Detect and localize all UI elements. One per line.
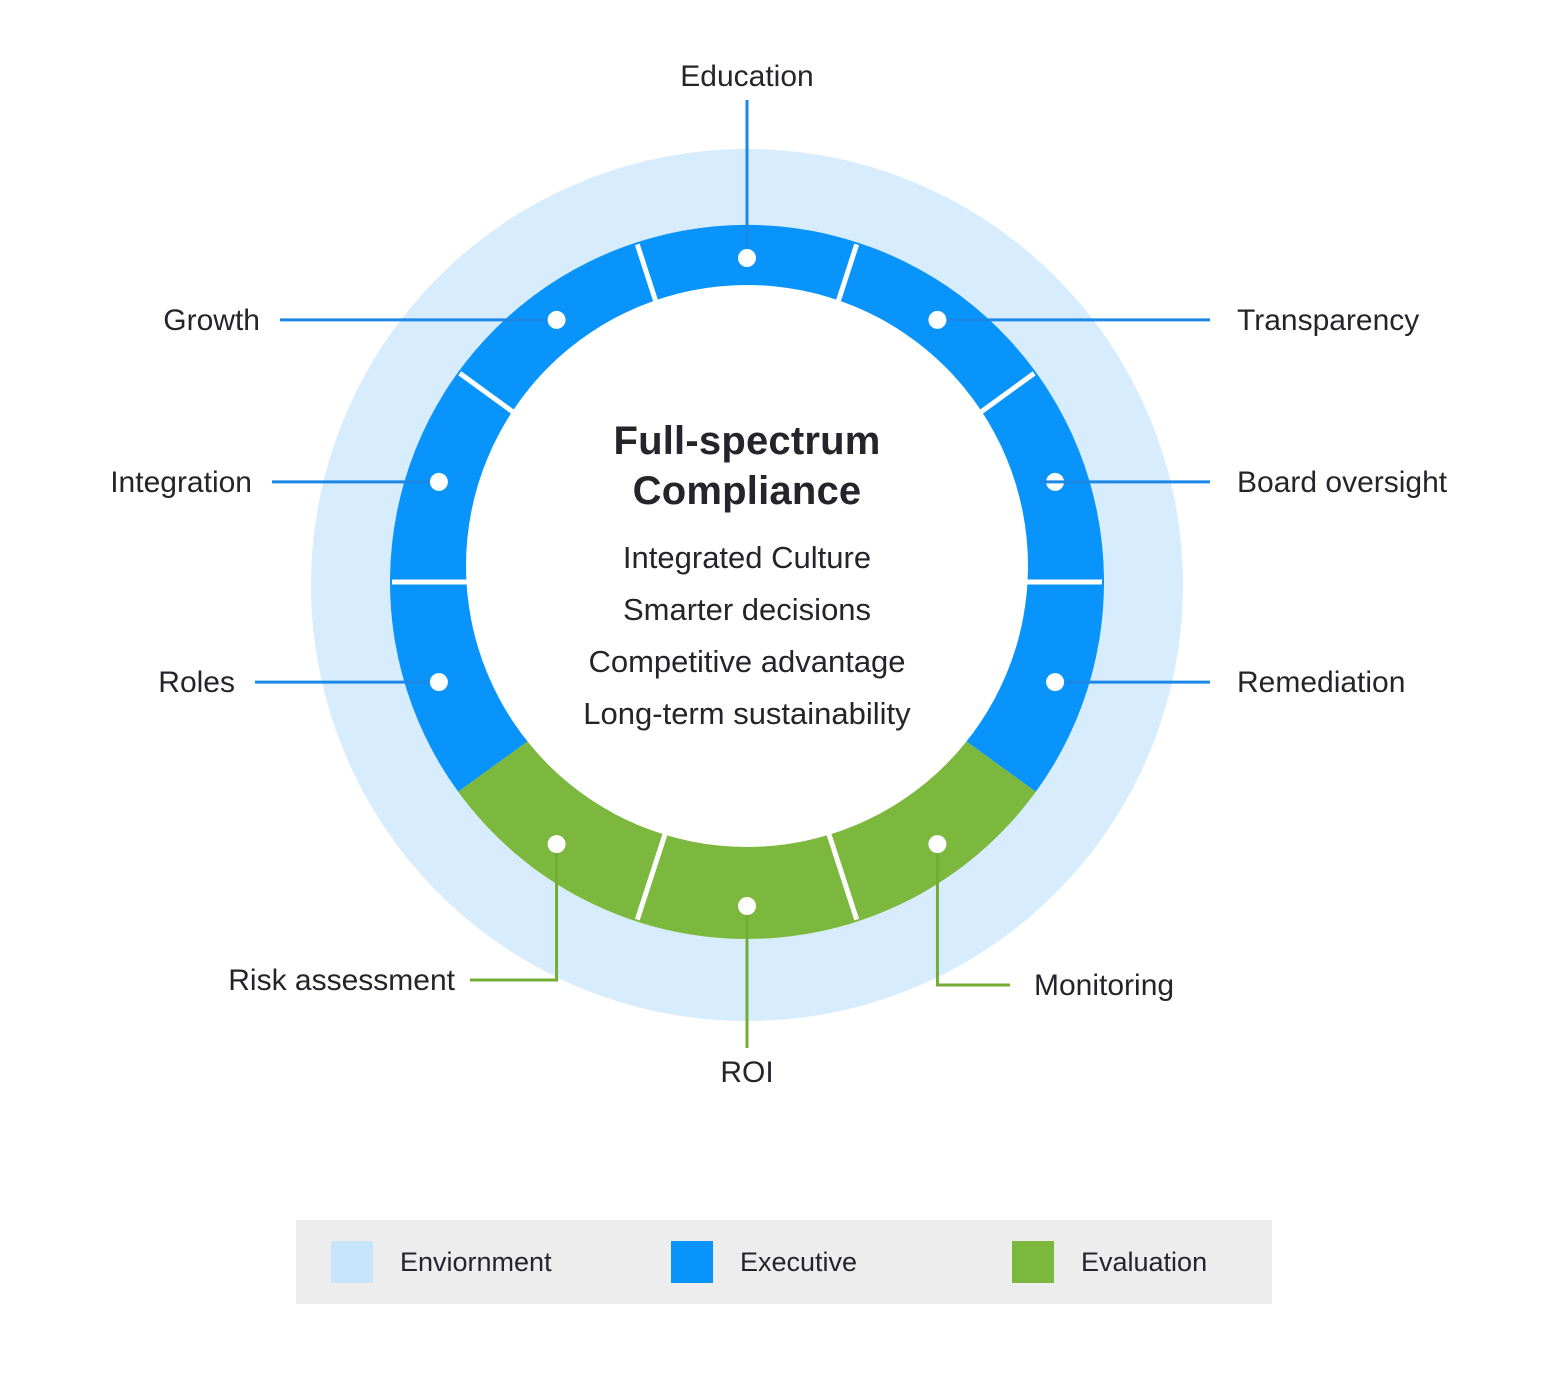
connector-lines [255,100,1210,1048]
legend-item-evaluation: Evaluation [1012,1220,1207,1304]
connector-risk-assessment [470,844,559,982]
dot-growth [547,310,566,329]
segment-dots [429,249,1065,915]
legend: Enviornment Executive Evaluation [296,1220,1272,1304]
dot-remediation [1046,673,1065,692]
dot-roles [429,673,448,692]
legend-swatch-evaluation [1012,1241,1054,1283]
ring-label-board-oversight: Board oversight [1237,466,1448,499]
ring-label-roi: ROI [720,1056,773,1089]
dot-monitoring [928,835,947,854]
segment-divider [822,820,860,921]
segment-divider [634,820,672,921]
legend-item-executive: Executive [671,1220,857,1304]
legend-item-enviornment: Enviornment [331,1220,552,1304]
ring-label-transparency: Transparency [1237,304,1419,337]
dot-risk-assessment [547,835,566,854]
legend-label-enviornment: Enviornment [400,1246,552,1277]
legend-label-executive: Executive [740,1246,858,1277]
legend-label-evaluation: Evaluation [1081,1246,1208,1277]
dot-education [738,249,756,267]
dot-transparency [928,310,947,329]
ring-label-roles: Roles [158,666,235,699]
legend-swatch-enviornment [331,1241,373,1283]
ring-label-remediation: Remediation [1237,666,1405,699]
ring-label-monitoring: Monitoring [1034,969,1174,1002]
legend-swatch-executive [671,1241,713,1283]
ring-label-risk-assessment: Risk assessment [228,964,455,997]
ring-label-growth: Growth [163,304,260,337]
ring-label-education: Education [680,60,813,93]
connector-monitoring [935,844,1010,987]
dot-integration [429,472,448,491]
ring-label-integration: Integration [110,466,252,499]
dot-roi [738,897,756,915]
inner-circle [466,285,1028,847]
